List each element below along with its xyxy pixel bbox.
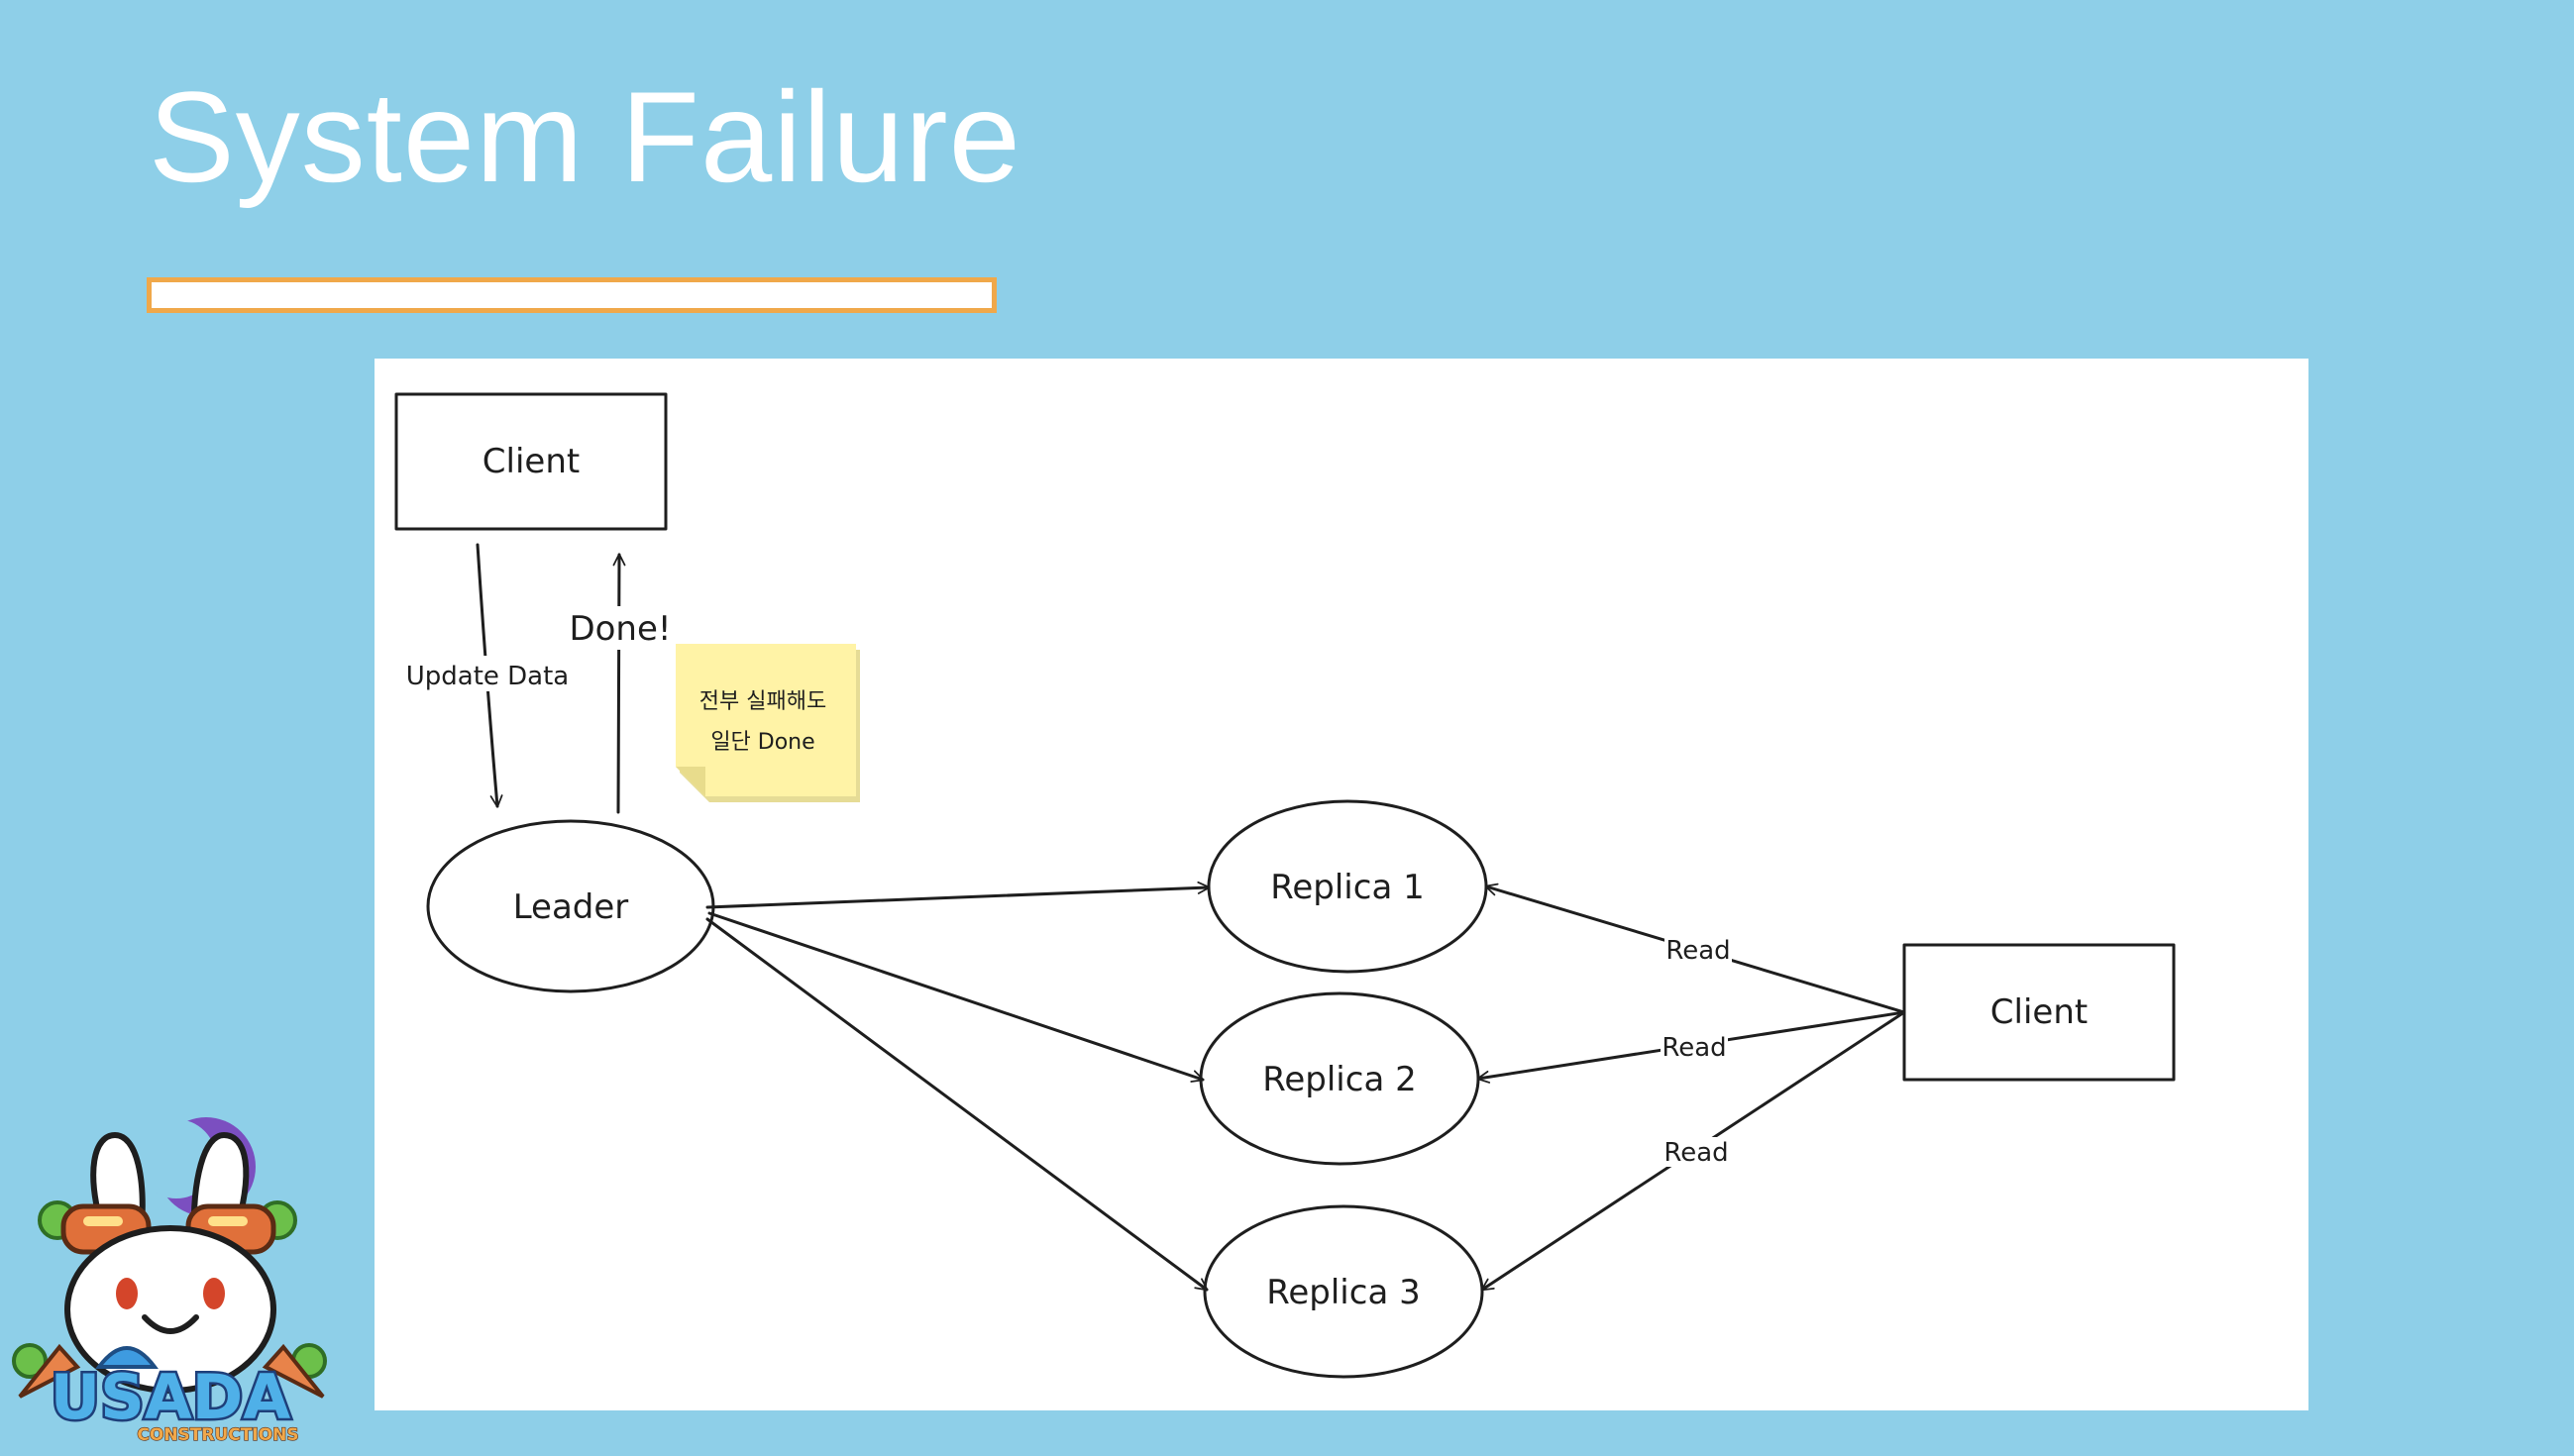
logo-wordmark: USADA [51, 1361, 290, 1433]
logo-smile [142, 1314, 199, 1334]
client-top-label: Client [483, 442, 580, 481]
logo-leaf-bottom-left [12, 1343, 48, 1379]
client-right-node: Client [1902, 943, 2176, 1082]
read-1-label-bg [1664, 935, 1732, 965]
sticky-note-fold [676, 767, 705, 796]
logo-eye-right [203, 1278, 225, 1309]
replica-1-label: Replica 1 [1270, 868, 1424, 907]
update-data-label: Update Data [406, 662, 570, 691]
replica-3-label: Replica 3 [1266, 1273, 1420, 1312]
replica-3-node: Replica 3 [1203, 1204, 1484, 1379]
logo-goggle-shine-left [83, 1216, 123, 1226]
title-underline-bar [147, 277, 997, 313]
logo-carrot-right [262, 1343, 325, 1399]
replica-2-label: Replica 2 [1262, 1060, 1416, 1099]
diagram-canvas: Client Update Data Done! 전부 실패해도 일단 Done [375, 359, 2308, 1410]
sticky-note: 전부 실패해도 일단 Done [676, 644, 860, 802]
usada-logo: USADA CONSTRUCTIONS [12, 1117, 327, 1446]
done-arrow [612, 553, 626, 814]
logo-carrot-left [18, 1343, 81, 1399]
read-2-label: Read [1662, 1033, 1726, 1063]
replica-2-node: Replica 2 [1199, 991, 1480, 1166]
leader-label: Leader [513, 887, 629, 927]
leader-to-replica-2-arrow [707, 911, 1205, 1083]
update-data-label-bg [404, 656, 553, 691]
sticky-note-body [676, 644, 856, 796]
logo-eye-left [116, 1278, 138, 1309]
system-diagram: Client Update Data Done! 전부 실패해도 일단 Done [394, 392, 2176, 1379]
leader-node: Leader [426, 819, 715, 993]
logo-goggle-shine-right [208, 1216, 248, 1226]
read-1-label: Read [1665, 936, 1730, 966]
logo-hard-hat [95, 1346, 159, 1369]
leader-to-replica-3-arrow [705, 917, 1209, 1292]
client-top-box [394, 392, 668, 531]
done-label-bg [573, 606, 664, 650]
logo-subtitle: CONSTRUCTIONS [137, 1425, 298, 1445]
sticky-note-line-2: 일단 Done [710, 730, 814, 755]
client-right-label: Client [1990, 992, 2088, 1032]
client-top-node: Client [394, 392, 668, 531]
read-2-label-bg [1661, 1032, 1728, 1062]
read-3-label: Read [1663, 1138, 1728, 1168]
replica-3-ellipse [1203, 1204, 1484, 1379]
sticky-note-line-1: 전부 실패해도 [699, 689, 826, 714]
read-3-label-bg [1662, 1137, 1730, 1167]
slide-title: System Failure [149, 64, 1021, 209]
leader-to-replica-1-arrow [705, 881, 1211, 909]
replica-1-node: Replica 1 [1207, 799, 1488, 974]
done-label: Done! [569, 609, 671, 649]
